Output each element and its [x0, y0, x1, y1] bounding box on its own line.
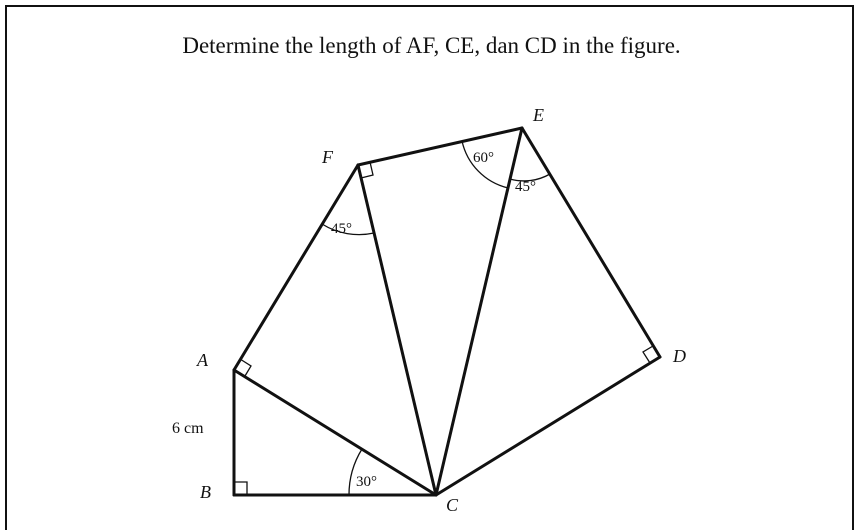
- angle-arc-e-left: [461, 140, 509, 189]
- segment-ec: [434, 126, 524, 497]
- angle-label-ced: 45°: [515, 179, 536, 195]
- right-angle-b: [234, 481, 248, 495]
- point-label-d: D: [672, 346, 686, 366]
- angle-arc-f: [321, 223, 375, 236]
- segment-af: [232, 163, 360, 372]
- point-label-e: E: [532, 105, 544, 125]
- point-label-b: B: [200, 482, 211, 502]
- segment-dc: [434, 355, 662, 497]
- angle-label-fec: 60°: [473, 150, 494, 166]
- segment-ed: [520, 126, 662, 359]
- right-angle-f: [360, 161, 374, 179]
- point-label-c: C: [446, 495, 459, 515]
- angle-label-acb: 30°: [356, 474, 377, 490]
- segment-fe: [356, 126, 524, 167]
- right-angle-a: [233, 358, 252, 377]
- point-label-f: F: [321, 147, 334, 167]
- angle-arc-e-right: [509, 173, 551, 182]
- segment-ac: [232, 368, 438, 497]
- point-label-a: A: [196, 350, 209, 370]
- right-angle-d: [642, 345, 654, 364]
- angle-arc-c: [348, 448, 363, 496]
- segment-fc: [356, 163, 438, 497]
- question-text: Determine the length of AF, CE, dan CD i…: [182, 33, 681, 58]
- angle-label-afc: 45°: [331, 221, 352, 237]
- figure-frame: Determine the length of AF, CE, dan CD i…: [5, 5, 854, 530]
- length-label-ab: 6 cm: [172, 420, 204, 437]
